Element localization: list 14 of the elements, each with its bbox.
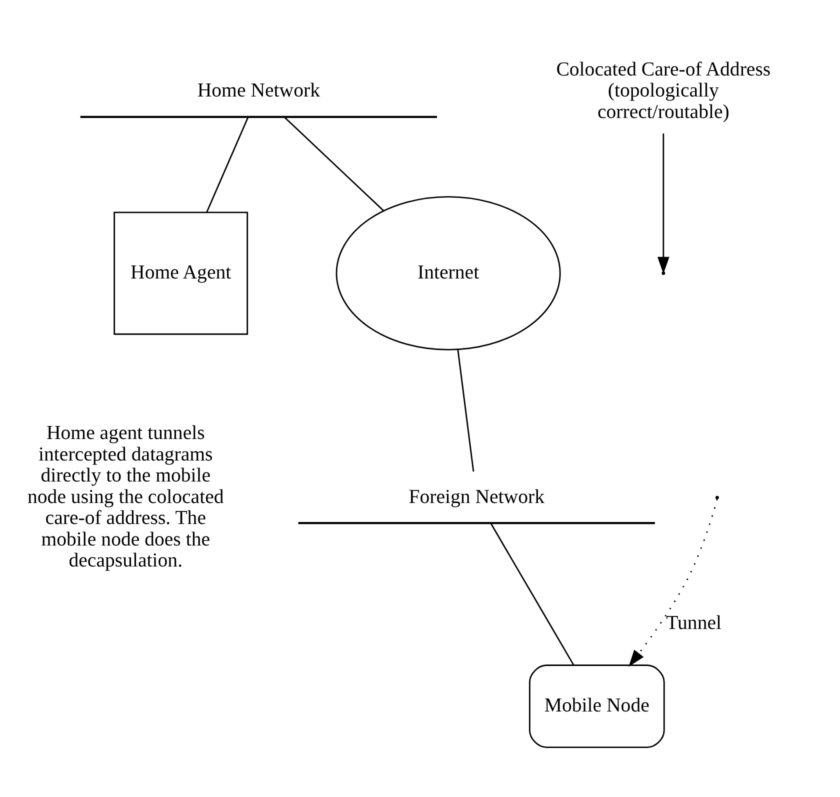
node-text: Home Network bbox=[197, 80, 320, 102]
node-text: Foreign Network bbox=[408, 486, 545, 508]
arrow bbox=[628, 498, 718, 667]
node-text: Colocated Care-of Address (topologically correct/routable) bbox=[556, 58, 771, 123]
label: Home agent tunnels intercepted datagrams directly to the mobile node using the colocated care-of address. The mobile node does the decapsulation. bbox=[28, 422, 224, 572]
edge-label: Tunnel bbox=[666, 612, 722, 634]
node-box: Home Agent bbox=[114, 212, 248, 335]
node-box: Mobile Node bbox=[528, 664, 665, 748]
node-ellipse: Internet bbox=[336, 196, 561, 350]
arrow bbox=[657, 133, 670, 274]
connector bbox=[206, 116, 249, 213]
connector bbox=[284, 116, 384, 212]
connector bbox=[490, 523, 574, 666]
connector bbox=[457, 350, 474, 472]
